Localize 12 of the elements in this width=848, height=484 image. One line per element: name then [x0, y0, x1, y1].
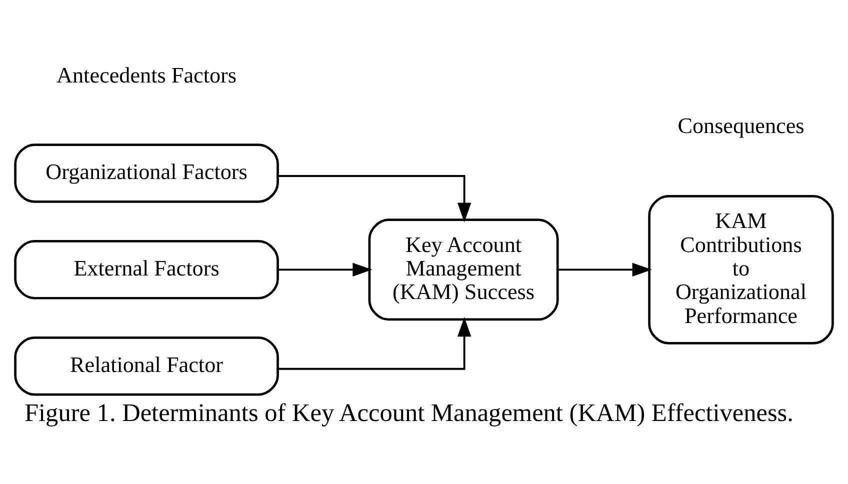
- node-box: KAM Contributions to Organizational Performance: [648, 194, 834, 344]
- label: Consequences: [678, 113, 804, 138]
- node-box: Relational Factor: [14, 336, 279, 396]
- label: Antecedents Factors: [56, 62, 237, 88]
- node-box: Organizational Factors: [14, 144, 279, 203]
- arrow: [278, 175, 472, 222]
- arrow: [278, 316, 472, 370]
- arrow: [278, 262, 372, 277]
- caption: Figure 1. Determinants of Key Account Management (KAM) Effectiveness.: [24, 399, 794, 428]
- node-box: Key Account Management (KAM) Success: [368, 218, 559, 321]
- arrow: [558, 262, 652, 277]
- node-box: External Factors: [14, 240, 279, 300]
